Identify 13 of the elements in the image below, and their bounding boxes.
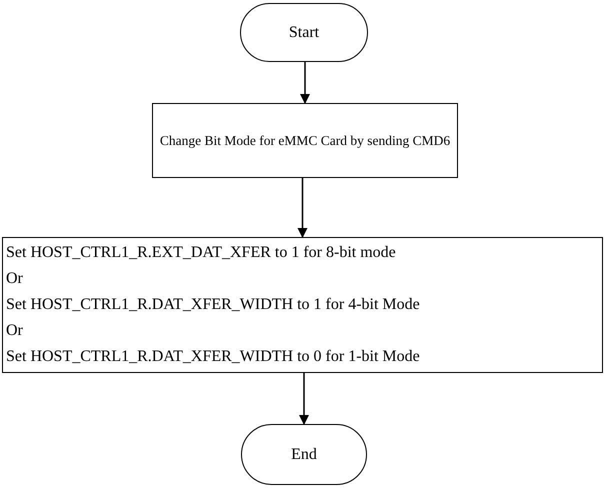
- process-box: [2, 237, 603, 373]
- arrow: [300, 62, 310, 104]
- process-box: [152, 103, 458, 178]
- arrow: [298, 178, 308, 238]
- node-text: End: [291, 444, 317, 464]
- node-text: Set HOST_CTRL1_R.DAT_XFER_WIDTH to 1 for 4-bit Mode: [6, 295, 420, 315]
- node-text: Set HOST_CTRL1_R.EXT_DAT_XFER to 1 for 8-bit mode: [6, 243, 396, 263]
- arrow: [299, 373, 309, 425]
- node-text: Start: [288, 22, 320, 42]
- node-text: Change Bit Mode for eMMC Card by sending CMD6: [160, 132, 450, 150]
- node-text: Set HOST_CTRL1_R.DAT_XFER_WIDTH to 0 for 1-bit Mode: [6, 347, 420, 367]
- node-text: Or: [6, 269, 23, 289]
- node-text: Or: [6, 321, 23, 341]
